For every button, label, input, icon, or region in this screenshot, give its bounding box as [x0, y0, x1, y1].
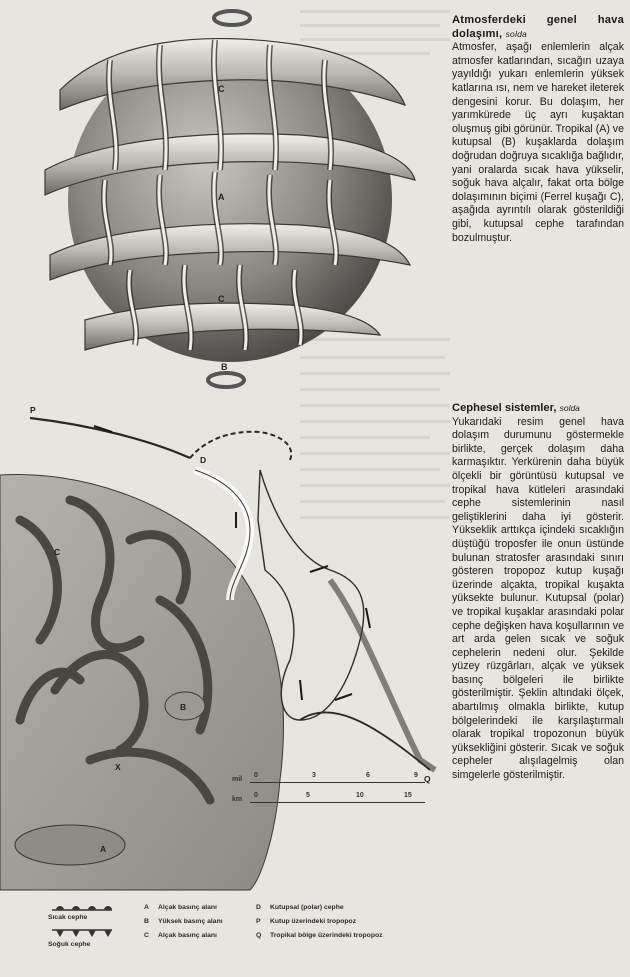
scale-km-0: 0: [254, 792, 258, 799]
atmosphere-illustration: C A C B: [0, 0, 450, 977]
caption2-tag: solda: [560, 403, 580, 413]
caption2-body: Yukarıdaki resim genel hava dolaşım duru…: [452, 416, 624, 783]
scale-km-10: 10: [356, 792, 364, 799]
globe-label-c-bottom: C: [218, 294, 225, 304]
cold-front-symbol: [52, 928, 112, 938]
caption2-title: Cephesel sistemler,: [452, 402, 556, 414]
globe-label-c-top: C: [218, 84, 225, 94]
globe-label-b: B: [221, 362, 228, 372]
scale-km-label: km: [232, 796, 242, 803]
label-x: X: [115, 762, 121, 772]
caption1-body: Atmosfer, aşağı enlemlerin alçak atmosfe…: [452, 41, 624, 245]
scale-mil-0: 0: [254, 772, 258, 779]
label-c: C: [54, 547, 60, 557]
scale-mil-9: 9: [414, 772, 418, 779]
label-d: D: [200, 455, 206, 465]
scale-km-15: 15: [404, 792, 412, 799]
scale-mil-6: 6: [366, 772, 370, 779]
altitude-scale: mil km 0 3 6 9 0 5 10 15: [232, 772, 428, 816]
label-a: A: [100, 844, 106, 854]
scale-mil-3: 3: [312, 772, 316, 779]
scale-km-5: 5: [306, 792, 310, 799]
scale-mil-label: mil: [232, 776, 242, 783]
caption1-heading: Atmosferdeki genel hava dolaşımı, solda: [452, 14, 624, 41]
caption-frontal-systems: Cephesel sistemler, solda Yukarıdaki res…: [452, 402, 624, 783]
warm-front-label: Sıcak cephe: [48, 914, 128, 921]
caption1-tag: solda: [506, 29, 527, 39]
caption1-title: Atmosferdeki genel hava dolaşımı,: [452, 14, 624, 40]
caption2-heading: Cephesel sistemler, solda: [452, 402, 624, 416]
globe-figure: C A C B: [45, 11, 415, 387]
label-b: B: [180, 702, 186, 712]
warm-front-symbol: [52, 902, 112, 912]
front-cross-section: P D C B X A Q: [0, 405, 435, 890]
cold-front-label: Soğuk cephe: [48, 941, 128, 948]
label-p: P: [30, 405, 36, 415]
globe-label-a: A: [218, 192, 225, 202]
caption-general-circulation: Atmosferdeki genel hava dolaşımı, solda …: [452, 14, 624, 245]
